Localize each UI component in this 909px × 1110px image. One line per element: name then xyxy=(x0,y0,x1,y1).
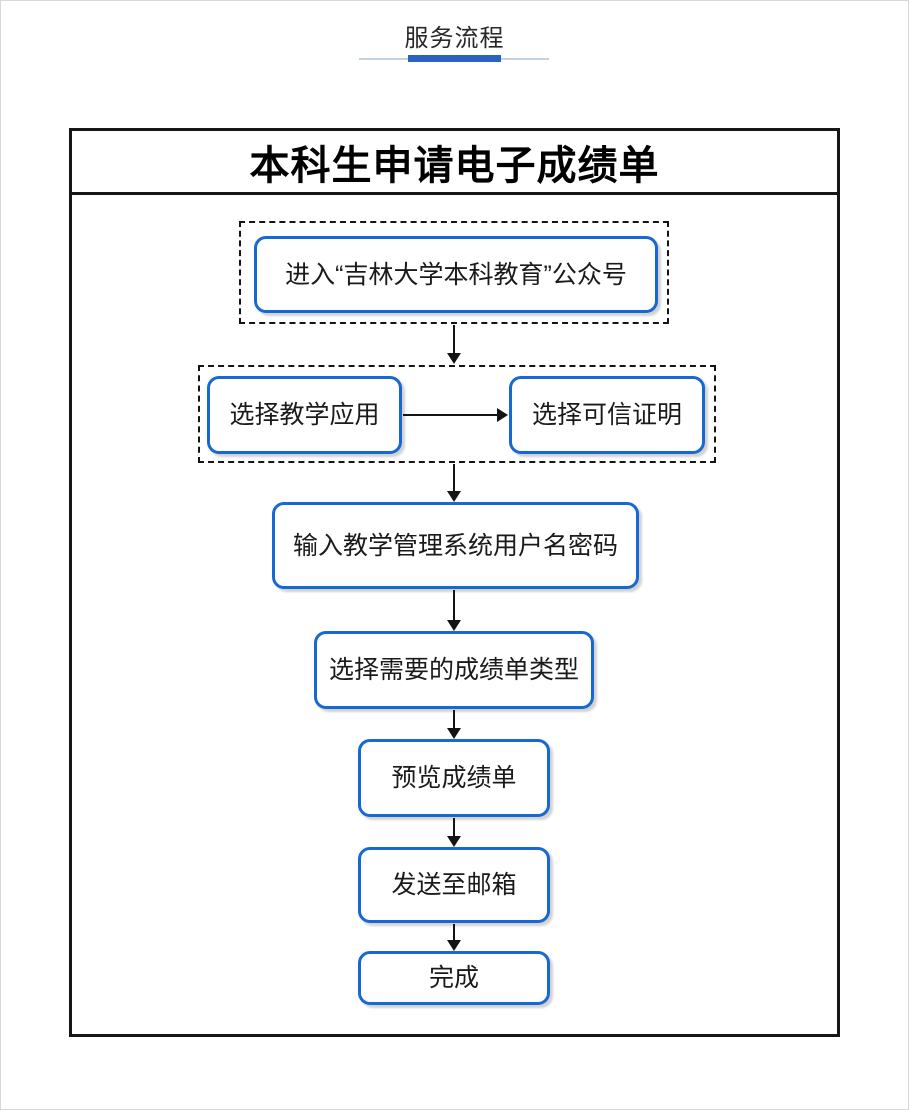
flow-node-label: 预览成绩单 xyxy=(391,764,517,792)
flow-node-enter-official-account: 进入“吉林大学本科教育”公众号 xyxy=(254,236,658,313)
arrow-down-icon xyxy=(453,710,455,728)
flow-node-label: 进入“吉林大学本科教育”公众号 xyxy=(285,260,627,289)
divider-accent xyxy=(408,55,501,62)
arrow-down-icon xyxy=(453,590,455,620)
step-group-select-app xyxy=(198,365,716,463)
flow-node-label: 选择教学应用 xyxy=(229,401,380,429)
flow-node-label: 完成 xyxy=(428,964,479,992)
arrow-right-icon xyxy=(403,414,498,416)
flow-node-enter-credentials: 输入教学管理系统用户名密码 xyxy=(272,502,639,589)
flow-node-send-to-email: 发送至邮箱 xyxy=(358,847,550,923)
flow-node-label: 发送至邮箱 xyxy=(391,871,517,899)
flow-node-select-teaching-app: 选择教学应用 xyxy=(207,376,402,454)
flow-node-label: 输入教学管理系统用户名密码 xyxy=(292,531,618,560)
flow-node-select-trusted-certificate: 选择可信证明 xyxy=(509,376,705,454)
flow-node-done: 完成 xyxy=(358,951,550,1005)
arrow-down-icon xyxy=(453,924,455,940)
flow-node-label: 选择可信证明 xyxy=(531,401,682,429)
section-title: 服务流程 xyxy=(404,25,505,52)
arrow-down-icon xyxy=(453,818,455,836)
step-group-enter-account xyxy=(239,221,669,324)
flow-node-preview-transcript: 预览成绩单 xyxy=(358,739,550,817)
flowchart-title-bar: 本科生申请电子成绩单 xyxy=(69,128,840,195)
flow-node-select-transcript-type: 选择需要的成绩单类型 xyxy=(314,631,594,709)
flow-node-label: 选择需要的成绩单类型 xyxy=(328,656,579,684)
flowchart-title: 本科生申请电子成绩单 xyxy=(249,143,660,188)
arrow-down-icon xyxy=(453,325,455,353)
arrow-down-icon xyxy=(453,464,455,491)
